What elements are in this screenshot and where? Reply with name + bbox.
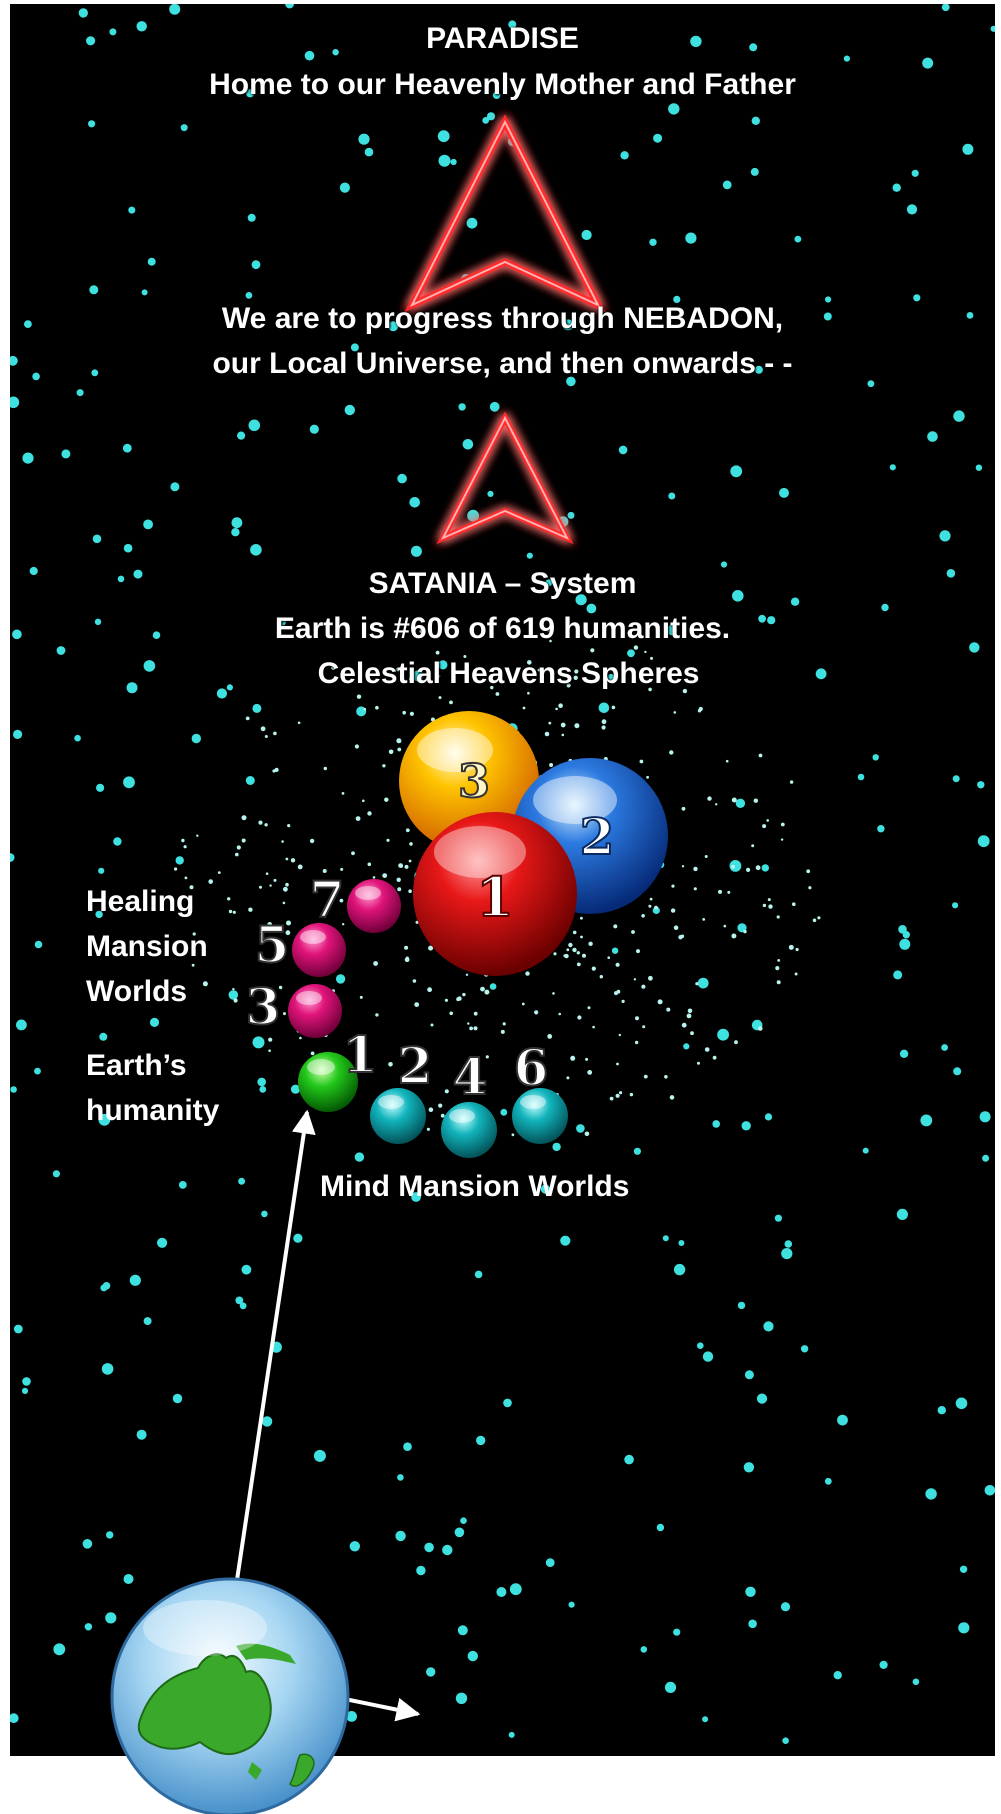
mind-sphere-2-label: 2 [398,1036,433,1095]
healing-sphere-7-label: 7 [310,870,345,929]
healing-label-line-2: Mansion [86,924,208,969]
mind-sphere-1: 1 [298,1025,377,1112]
paradise-arrow-icon [412,122,598,305]
earth-label-line-2: humanity [86,1088,219,1133]
nebadon-line-2: our Local Universe, and then onwards - - [10,347,995,381]
healing-sphere-5-label: 5 [255,915,290,974]
satania-line-1: SATANIA – System [10,567,995,601]
satania-line-2: Earth is #606 of 619 humanities. [10,612,995,646]
healing-sphere-3: 3 [246,977,342,1038]
celestial-sphere-1-label: 1 [476,865,514,929]
celestial-sphere-2-label: 2 [580,807,615,866]
healing-label-line-3: Worlds [86,969,187,1014]
healing-sphere-3-label: 3 [246,977,281,1036]
celestial-sphere-1: 1 [413,812,577,976]
paradise-subtitle: Home to our Heavenly Mother and Father [10,68,995,102]
mind-mansion-label: Mind Mansion Worlds [320,1164,629,1209]
earth-label-line-1: Earth’s [86,1043,187,1088]
mind-sphere-4-label: 4 [453,1047,488,1106]
nebadon-arrow-icon [443,418,567,538]
healing-label-line-1: Healing [86,879,194,924]
celestial-sphere-3-label: 3 [458,754,490,808]
earth-globe-icon [112,1579,348,1814]
mind-sphere-2: 2 [370,1036,432,1144]
satania-line-3: Celestial Heavens Spheres [16,657,1001,691]
mind-sphere-4: 4 [441,1047,497,1158]
mind-sphere-1-label: 1 [343,1025,378,1084]
earth-to-sphere-arrow [237,1112,307,1580]
paradise-title: PARADISE [10,22,995,56]
nebadon-line-1: We are to progress through NEBADON, [10,302,995,336]
mind-sphere-6-label: 6 [514,1038,549,1097]
mind-sphere-6: 6 [512,1038,568,1144]
